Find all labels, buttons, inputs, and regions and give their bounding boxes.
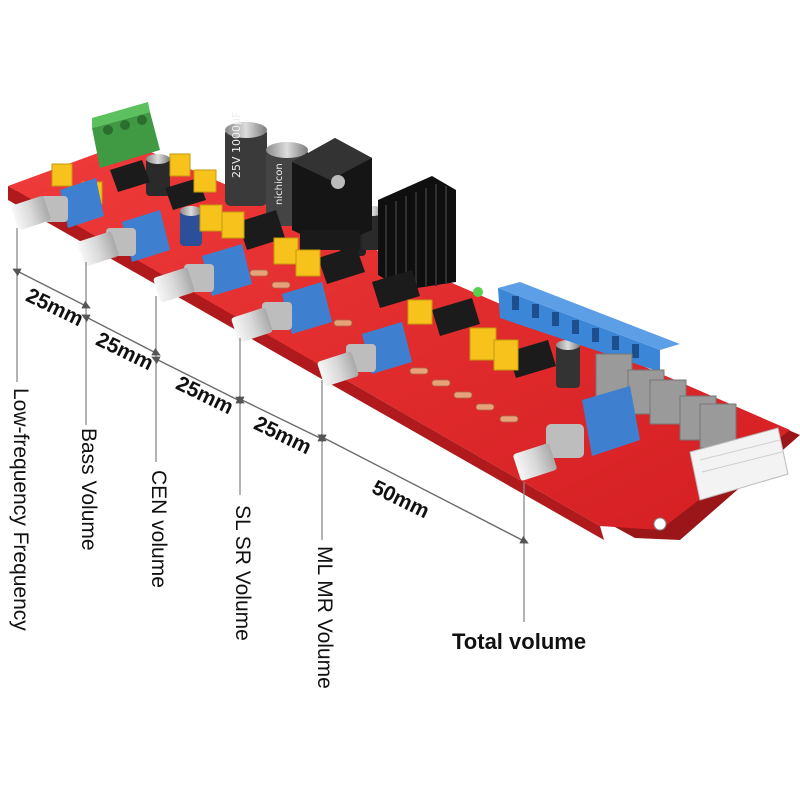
led-indicator — [473, 287, 483, 297]
blue-terminal-strip — [498, 282, 680, 372]
potentiometer-1 — [11, 178, 104, 230]
label-sl-sr-volume: SL SR Volume — [231, 505, 254, 641]
potentiometer-2 — [77, 210, 170, 267]
film-capacitors — [595, 353, 737, 449]
heatsinks — [292, 138, 456, 290]
label-low-frequency: Low-frequency Frequency — [9, 388, 32, 631]
white-connector — [689, 427, 789, 501]
resistors — [249, 269, 519, 423]
yellow-box-capacitors — [51, 153, 519, 371]
label-cen-volume: CEN volume — [147, 470, 170, 588]
label-bass-volume: Bass Volume — [77, 428, 100, 551]
label-ml-mr-volume: ML MR Volume — [313, 546, 336, 689]
potentiometer-4 — [231, 282, 332, 343]
potentiometer-3 — [153, 244, 252, 303]
label-total-volume: Total volume — [452, 629, 587, 654]
capacitor-marking: 25V 1000µF — [230, 112, 243, 178]
potentiometer-5 — [317, 322, 412, 387]
capacitor-marking: nichicon — [274, 163, 285, 205]
dimension-arrows — [12, 268, 529, 544]
green-terminal-block — [92, 102, 160, 168]
